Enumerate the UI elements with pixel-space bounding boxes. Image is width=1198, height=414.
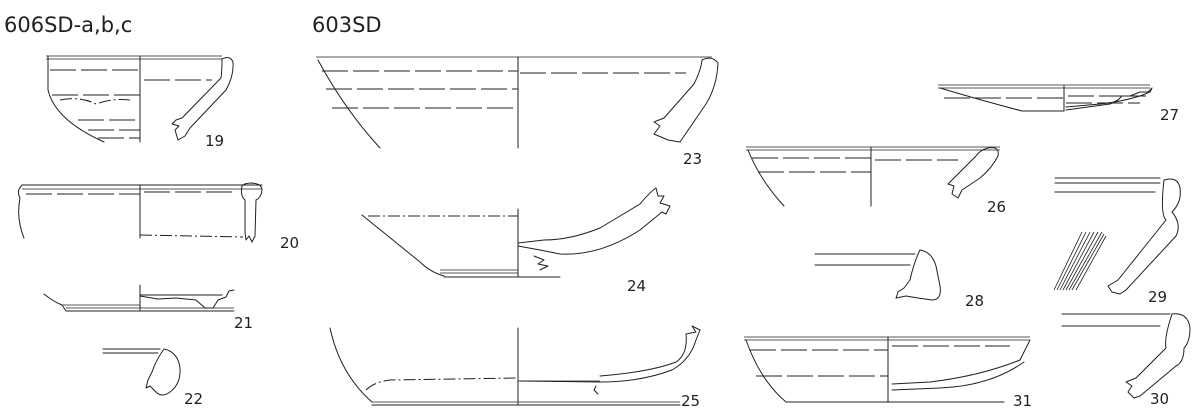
item-number-31: 31 (1013, 392, 1032, 410)
decoration-hatching (1053, 231, 1107, 291)
group-label-606sd: 606SD-a,b,c (4, 13, 132, 37)
group-label-603sd: 603SD (312, 13, 382, 37)
vessel-22: 22 (102, 348, 203, 408)
vessel-21: 21 (43, 284, 253, 332)
item-number-21: 21 (234, 314, 253, 332)
item-number-23: 23 (683, 150, 702, 168)
vessel-24: 24 (361, 187, 671, 295)
item-number-29: 29 (1148, 288, 1167, 306)
vessel-19: 19 (46, 55, 234, 150)
vessel-23: 23 (316, 56, 719, 168)
vessel-26: 26 (746, 146, 1006, 216)
item-number-25: 25 (681, 392, 700, 410)
vessel-25: 25 (329, 325, 701, 410)
item-number-20: 20 (280, 234, 299, 252)
item-number-22: 22 (184, 390, 203, 408)
item-number-24: 24 (627, 277, 646, 295)
vessel-30: 30 (1061, 313, 1191, 408)
item-number-19: 19 (205, 132, 224, 150)
vessel-31: 31 (744, 336, 1032, 410)
vessel-20: 20 (17, 182, 299, 252)
vessel-29: 29 (1053, 177, 1181, 306)
item-number-30: 30 (1150, 390, 1169, 408)
item-number-26: 26 (987, 198, 1006, 216)
vessel-27: 27 (938, 84, 1179, 124)
item-number-28: 28 (965, 292, 984, 310)
item-number-27: 27 (1160, 106, 1179, 124)
vessel-28: 28 (814, 249, 984, 310)
